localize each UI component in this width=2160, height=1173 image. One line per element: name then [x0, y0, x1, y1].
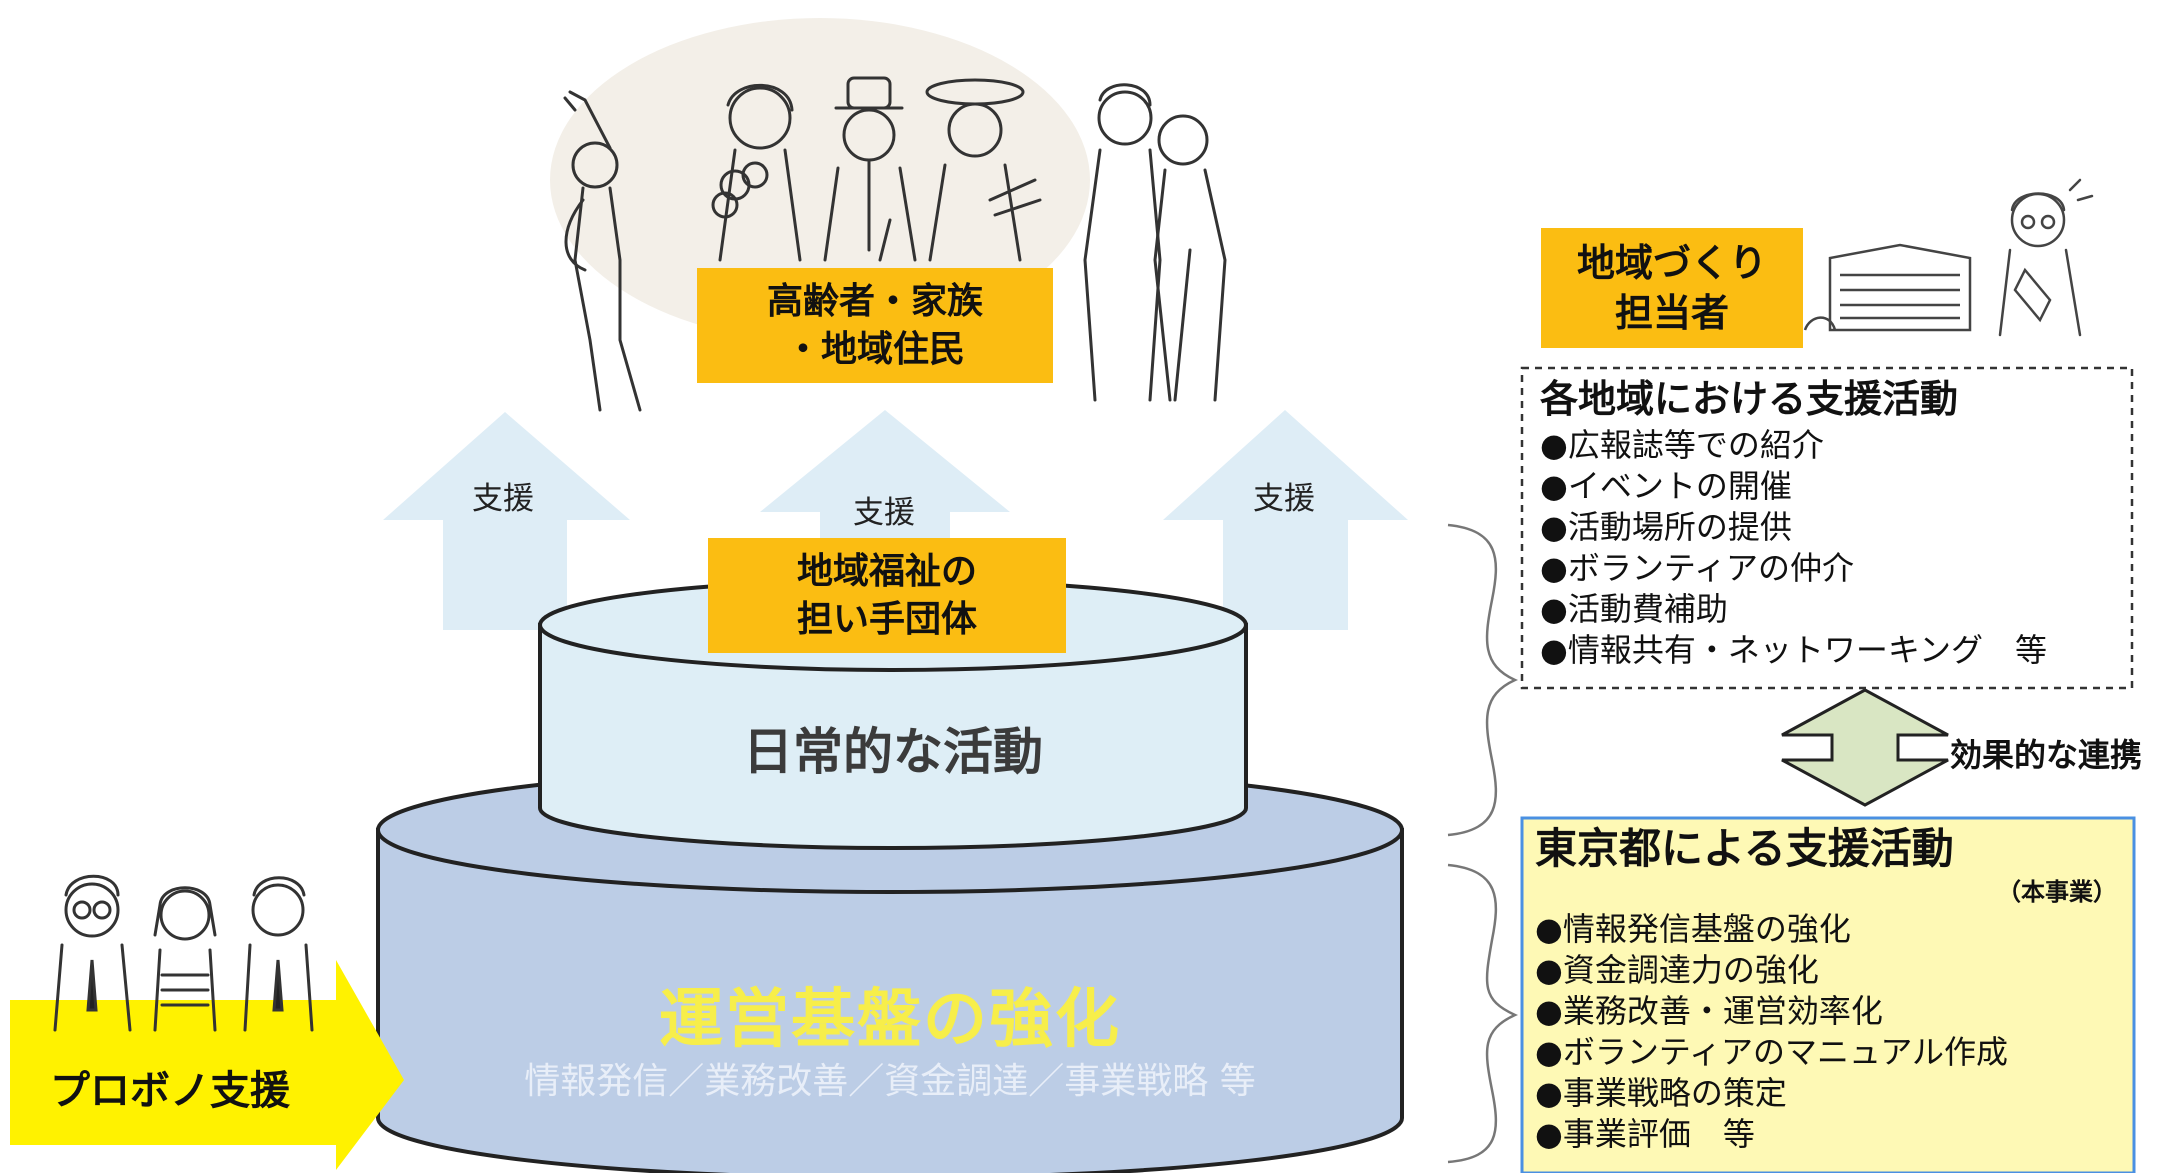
regional-support-item: 活動場所の提供	[1540, 507, 2125, 548]
regional-support-title: 各地域における支援活動	[1540, 377, 1959, 421]
elderly-family-residents-label: 高齢者・家族 ・地域住民	[697, 268, 1053, 383]
support-arrow-right	[1163, 410, 1408, 630]
regional-support-item: イベントの開催	[1540, 466, 2125, 507]
regional-support-item: 情報共有・ネットワーキング 等	[1540, 630, 2125, 671]
regional-support-item: 活動費補助	[1540, 589, 2125, 630]
support-arrow-left	[383, 412, 630, 630]
regional-support-list: 広報誌等での紹介 イベントの開催 活動場所の提供 ボランティアの仲介 活動費補助…	[1540, 425, 2125, 671]
org-label-line2: 担い手団体	[796, 598, 977, 640]
regional-support-item: 広報誌等での紹介	[1540, 425, 2125, 466]
building-icon	[1803, 243, 1972, 332]
tokyo-support-note: （本事業）	[1997, 878, 2117, 906]
support-label-right: 支援	[1253, 481, 1315, 517]
elderly-person-stretching	[563, 90, 642, 412]
probono-arrow	[10, 960, 404, 1170]
regional-support-box: 各地域における支援活動 広報誌等での紹介 イベントの開催 活動場所の提供 ボラン…	[1540, 375, 2125, 671]
regional-staff-label: 地域づくり 担当者	[1541, 228, 1803, 348]
woman-with-wide-hat	[925, 78, 1042, 262]
probono-people	[53, 874, 314, 1032]
base-cylinder-body	[376, 828, 1404, 1173]
tokyo-support-item: 資金調達力の強化	[1535, 950, 2125, 991]
welfare-organizations-label: 地域福祉の 担い手団体	[708, 538, 1066, 653]
base-title: 運営基盤の強化	[659, 983, 1121, 1057]
woman-with-flowers	[711, 83, 802, 262]
brace-lower	[1447, 863, 1519, 1164]
tokyo-support-item: ボランティアのマニュアル作成	[1535, 1032, 2125, 1073]
base-subtitle: 情報発信／業務改善／資金調達／事業戦略 等	[524, 1061, 1256, 1102]
tokyo-support-item: 事業戦略の策定	[1535, 1073, 2125, 1114]
man-with-hat-and-cane	[823, 76, 917, 262]
tokyo-support-panel: 東京都による支援活動 （本事業） 情報発信基盤の強化 資金調達力の強化 業務改善…	[1535, 822, 2125, 1155]
support-label-left: 支援	[472, 481, 534, 517]
community-background-blob	[550, 18, 1090, 342]
regional-support-item: ボランティアの仲介	[1540, 548, 2125, 589]
caregiver-and-elderly-pair	[1083, 83, 1227, 402]
org-label-line1: 地域福祉の	[796, 550, 977, 592]
tokyo-support-item: 事業評価 等	[1535, 1114, 2125, 1155]
staff-label-line1: 地域づくり	[1576, 241, 1767, 285]
brace-upper	[1447, 523, 1519, 837]
tokyo-support-list: 情報発信基盤の強化 資金調達力の強化 業務改善・運営効率化 ボランティアのマニュ…	[1535, 909, 2125, 1155]
elderly-label-line1: 高齢者・家族	[766, 280, 983, 322]
collaboration-double-arrow	[1781, 688, 1949, 807]
staff-label-line2: 担当者	[1614, 291, 1729, 335]
daily-activity-label: 日常的な活動	[743, 723, 1043, 781]
elderly-label-line2: ・地域住民	[784, 328, 965, 370]
support-arrow-center	[760, 410, 1010, 560]
probono-label: プロボノ支援	[50, 1068, 290, 1114]
tokyo-support-item: 業務改善・運営効率化	[1535, 991, 2125, 1032]
tokyo-support-title: 東京都による支援活動	[1535, 824, 1954, 873]
collaboration-label: 効果的な連携	[1950, 736, 2143, 774]
tokyo-support-item: 情報発信基盤の強化	[1535, 909, 2125, 950]
staff-woman-icon	[1998, 178, 2094, 337]
support-label-center: 支援	[853, 495, 915, 531]
activity-cylinder-body	[538, 623, 1248, 850]
